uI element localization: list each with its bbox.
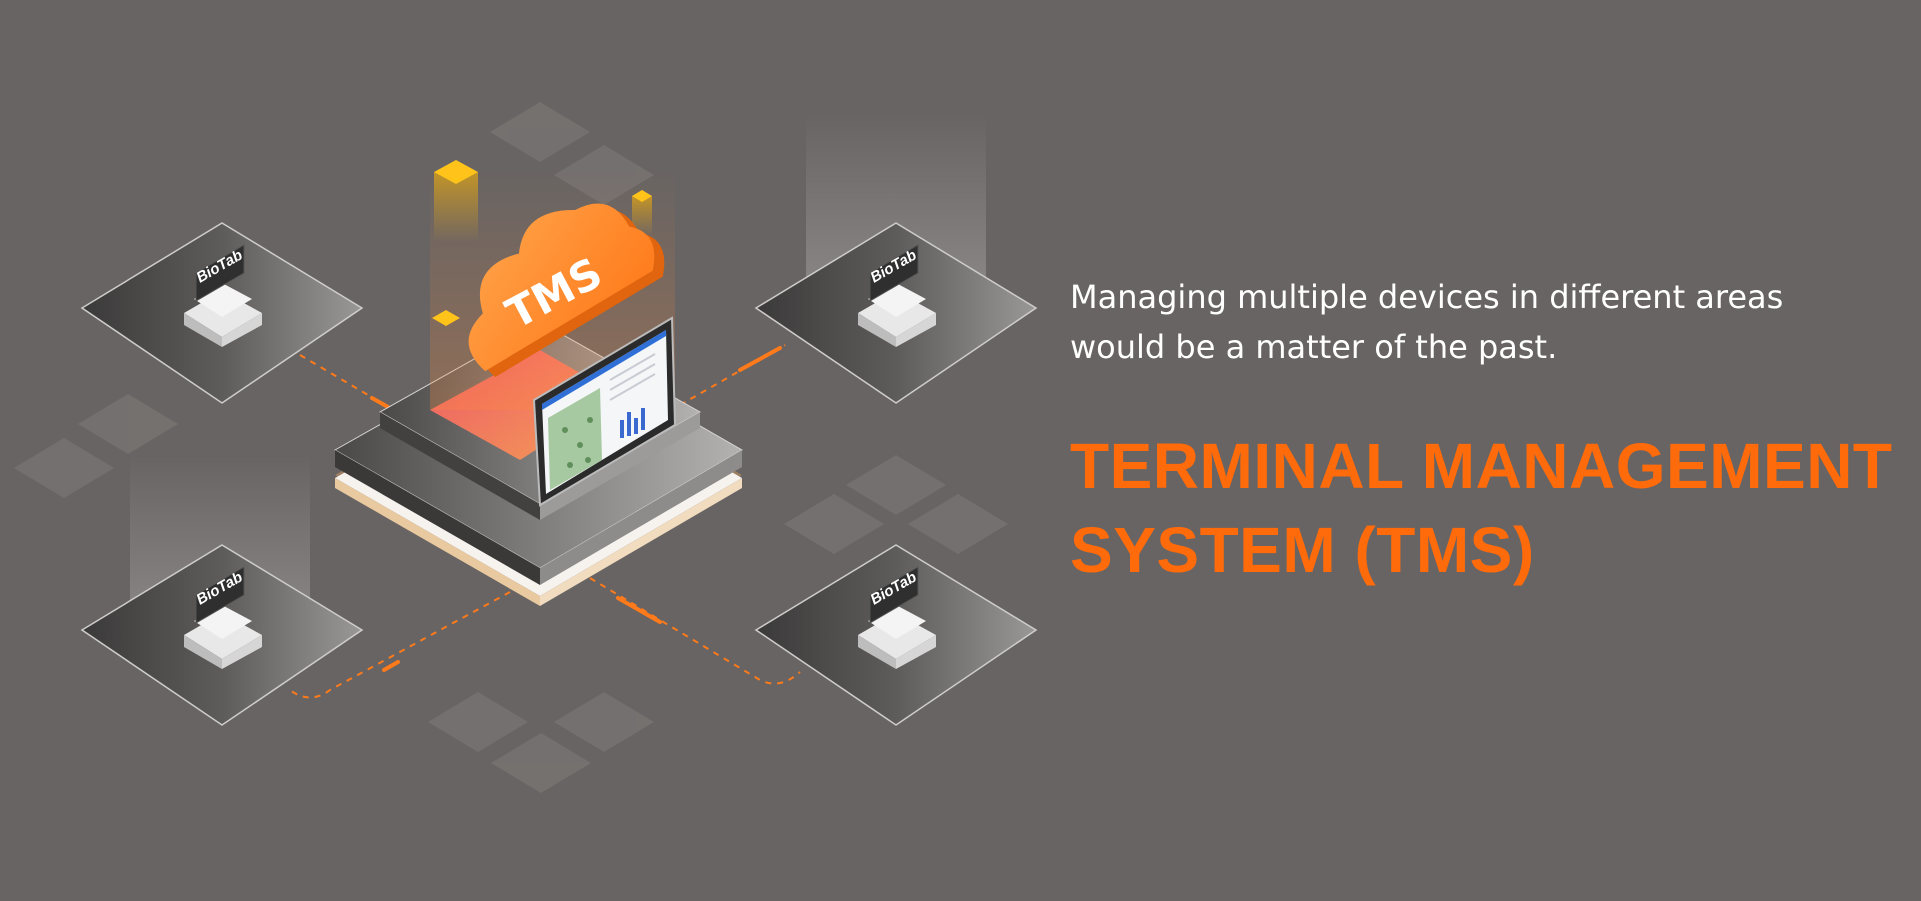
device-node-bottom-left: BioTab (80, 455, 364, 726)
floor-tiles (14, 102, 1008, 793)
cloud-icon: TMS (468, 203, 665, 378)
page-title-line-1: TERMINAL MANAGEMENT (1070, 430, 1893, 502)
page-title-line-2: SYSTEM (TMS) (1070, 514, 1535, 586)
page-title: TERMINAL MANAGEMENT SYSTEM (TMS) (1070, 424, 1893, 592)
hero-text: Managing multiple devices in different a… (1070, 272, 1893, 592)
connection-accents (370, 346, 782, 672)
device-node-top-left: BioTab (80, 222, 364, 404)
tagline-line-2: would be a matter of the past. (1070, 328, 1558, 366)
tagline: Managing multiple devices in different a… (1070, 272, 1870, 372)
device-node-top-right: BioTab (754, 113, 1038, 404)
dashboard-laptop (532, 316, 677, 507)
tagline-line-1: Managing multiple devices in different a… (1070, 278, 1784, 316)
device-node-bottom-right: BioTab (754, 544, 1038, 726)
